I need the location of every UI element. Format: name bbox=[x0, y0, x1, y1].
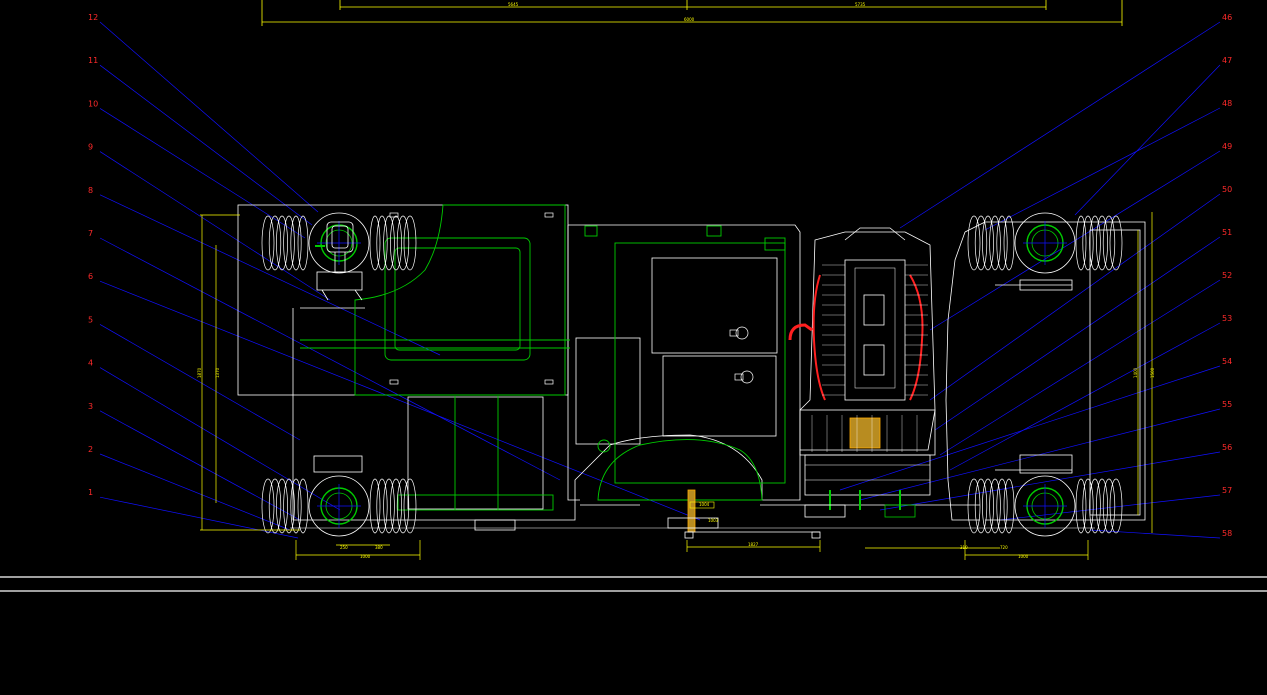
leader-line bbox=[99, 194, 441, 356]
part-label-left: 10 bbox=[88, 99, 98, 108]
leader-line bbox=[984, 107, 1221, 231]
part-label-left: 9 bbox=[88, 143, 93, 152]
part-label-left: 1 bbox=[88, 488, 93, 497]
leader-line bbox=[99, 21, 319, 213]
part-label-right: 51 bbox=[1222, 228, 1232, 237]
engine-block bbox=[788, 227, 936, 518]
dim-height-right-outer: 1500 bbox=[1150, 367, 1155, 378]
dim-wheel-right-b: 310 bbox=[960, 545, 968, 550]
leader-line bbox=[99, 64, 313, 226]
part-label-right: 56 bbox=[1222, 443, 1232, 452]
part-label-left: 7 bbox=[88, 229, 93, 238]
vehicle-body bbox=[237, 204, 1146, 531]
part-label-left: 4 bbox=[88, 359, 93, 368]
top-dimension-group bbox=[261, 0, 1123, 26]
leader-line bbox=[859, 408, 1221, 501]
part-label-right: 46 bbox=[1222, 13, 1232, 22]
leader-lines bbox=[99, 21, 1221, 539]
dim-box-note: 1003 bbox=[708, 518, 719, 523]
wheel bbox=[261, 212, 417, 274]
leader-line bbox=[99, 151, 331, 301]
center-floor-element bbox=[667, 489, 821, 539]
engine-detail-lines bbox=[811, 264, 928, 452]
part-label-left: 12 bbox=[88, 13, 98, 22]
dim-wheel-left-a: 250 bbox=[340, 545, 348, 550]
wheels bbox=[261, 212, 1123, 537]
bottom-dimension-group bbox=[200, 212, 1153, 560]
part-label-right: 47 bbox=[1222, 56, 1232, 65]
part-label-right: 50 bbox=[1222, 185, 1232, 194]
part-labels-left: 12 11 10 9 8 7 6 5 4 3 2 1 bbox=[88, 13, 98, 497]
leader-line bbox=[939, 279, 1221, 456]
dim-wheel-right-total: 1000 bbox=[1018, 554, 1029, 559]
leader-line bbox=[99, 410, 301, 521]
part-label-right: 57 bbox=[1222, 486, 1232, 495]
leader-line bbox=[99, 108, 306, 239]
dim-top-left: 5645 bbox=[508, 2, 519, 7]
leader-line bbox=[99, 496, 299, 539]
dim-wheel-left-b: 380 bbox=[375, 545, 383, 550]
dim-wheel-left-total: 1000 bbox=[360, 554, 371, 559]
dim-top-total: 6000 bbox=[684, 17, 695, 22]
dim-height-left: 1870 bbox=[197, 367, 202, 378]
part-label-left: 8 bbox=[88, 186, 93, 195]
dim-height-right: 1400 bbox=[1133, 367, 1138, 378]
part-label-left: 11 bbox=[88, 56, 98, 65]
part-label-left: 5 bbox=[88, 315, 93, 324]
leader-line bbox=[934, 236, 1221, 431]
part-labels-right: 46 47 48 49 50 51 52 53 54 55 56 57 58 bbox=[1222, 13, 1232, 538]
part-label-right: 55 bbox=[1222, 400, 1232, 409]
wheel bbox=[967, 475, 1123, 537]
leader-line bbox=[1089, 529, 1221, 539]
leader-line bbox=[99, 367, 341, 511]
dim-small-top: 1004 bbox=[699, 502, 710, 507]
leader-line bbox=[99, 280, 701, 521]
steering-mechanism bbox=[315, 221, 363, 301]
part-label-right: 48 bbox=[1222, 99, 1232, 108]
leader-line bbox=[1074, 64, 1221, 216]
leader-line bbox=[99, 237, 561, 481]
part-label-right: 49 bbox=[1222, 142, 1232, 151]
part-label-right: 58 bbox=[1222, 529, 1232, 538]
leader-line bbox=[839, 365, 1221, 491]
part-label-right: 53 bbox=[1222, 314, 1232, 323]
dim-height-left-inner: 1370 bbox=[215, 367, 220, 378]
part-label-right: 52 bbox=[1222, 271, 1232, 280]
wheel bbox=[967, 212, 1123, 274]
leader-line bbox=[899, 21, 1221, 229]
ground-lines bbox=[0, 576, 1267, 592]
part-label-left: 3 bbox=[88, 402, 93, 411]
leader-line bbox=[929, 193, 1221, 401]
dim-center: 1827 bbox=[748, 542, 759, 547]
wheel bbox=[261, 475, 417, 537]
part-label-left: 2 bbox=[88, 445, 93, 454]
leader-line bbox=[99, 324, 301, 441]
leader-line bbox=[879, 451, 1221, 511]
dim-top-right: 5735 bbox=[855, 2, 866, 7]
part-label-left: 6 bbox=[88, 272, 93, 281]
panel-bolts bbox=[389, 212, 754, 385]
leader-line bbox=[99, 453, 291, 531]
leader-line bbox=[949, 322, 1221, 471]
cab-panels bbox=[300, 204, 786, 511]
part-label-right: 54 bbox=[1222, 357, 1232, 366]
dim-wheel-right-a: 720 bbox=[1000, 545, 1008, 550]
